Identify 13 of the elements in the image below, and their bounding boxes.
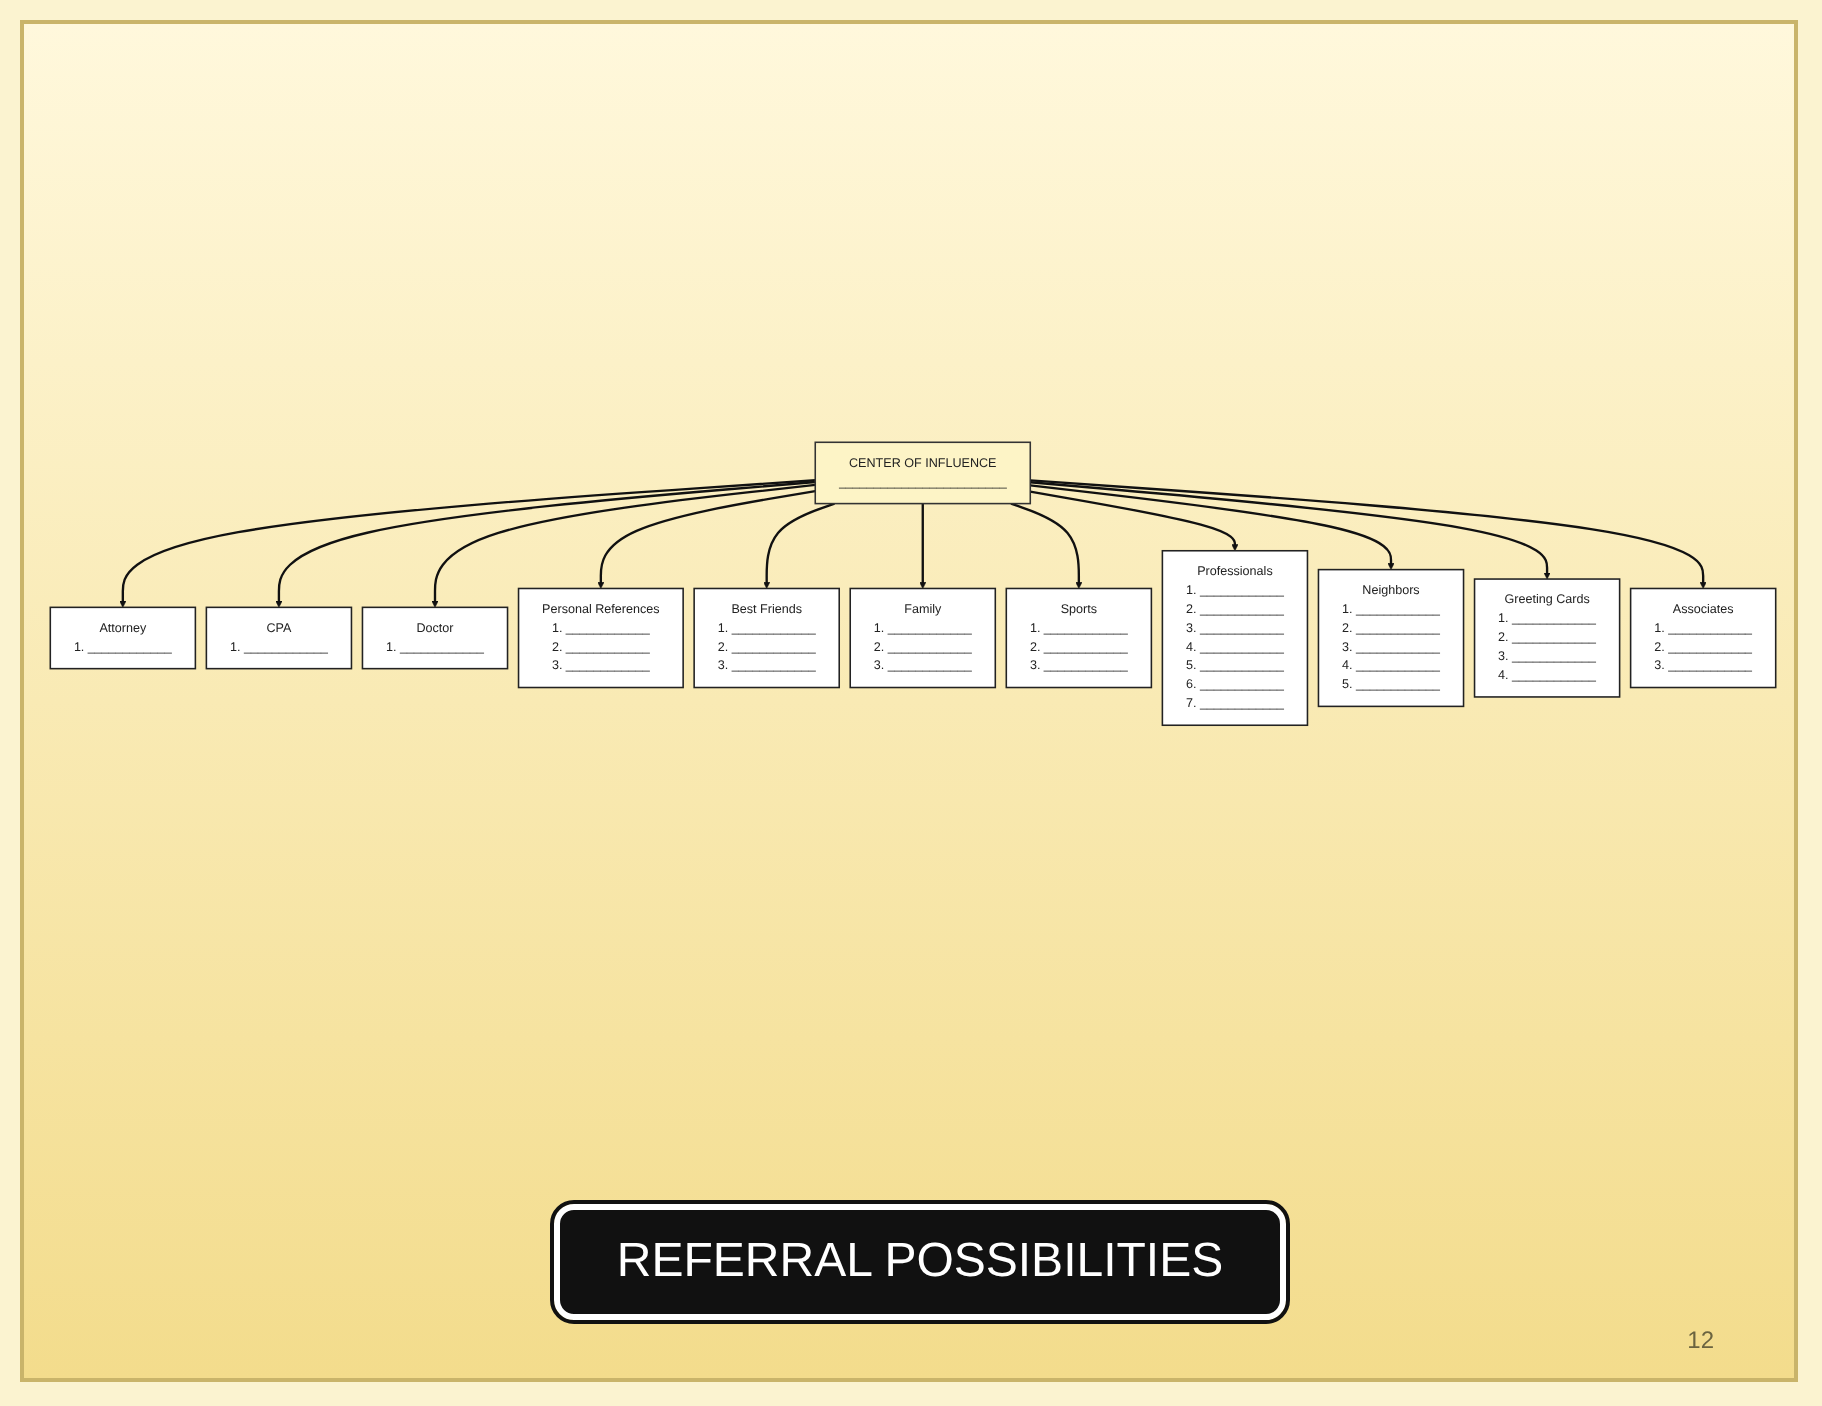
arrow	[119, 479, 816, 608]
arrow	[1030, 481, 1551, 580]
page-number: 12	[1687, 1326, 1714, 1354]
arrow	[919, 503, 927, 589]
arrow	[1030, 484, 1395, 571]
arrow	[275, 481, 816, 608]
arrow	[1030, 490, 1239, 552]
arrow	[431, 483, 816, 608]
arrow	[1030, 479, 1707, 589]
arrow	[1010, 502, 1083, 589]
title-banner: REFERRAL POSSIBILITIES	[554, 1204, 1286, 1320]
arrow	[597, 490, 816, 589]
arrow	[763, 502, 835, 589]
